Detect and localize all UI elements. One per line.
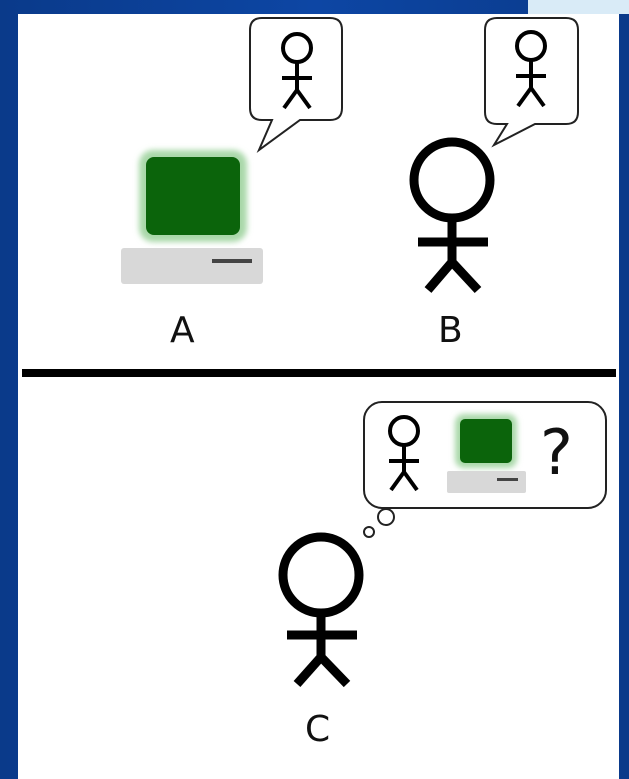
computer-a-icon xyxy=(121,150,263,284)
computer-icon xyxy=(447,414,526,493)
label-b: B xyxy=(438,313,463,349)
speech-bubble-b xyxy=(485,18,578,145)
speech-bubble-a xyxy=(250,18,342,150)
question-mark: ? xyxy=(540,422,573,484)
label-c: C xyxy=(305,712,330,748)
person-b-icon xyxy=(414,142,490,290)
label-a: A xyxy=(170,313,195,349)
person-c-icon xyxy=(283,537,359,684)
